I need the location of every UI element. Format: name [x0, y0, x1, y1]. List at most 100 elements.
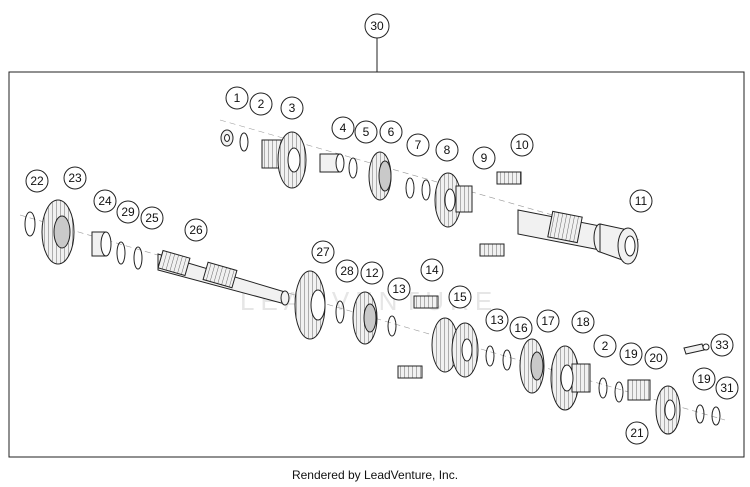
spacer-part: [91, 231, 112, 257]
washer-part: [348, 157, 358, 179]
gear-part: [368, 151, 392, 201]
circlip-part: [387, 315, 397, 337]
render-credit: Rendered by LeadVenture, Inc.: [291, 468, 459, 482]
callout-28: 28: [335, 259, 359, 283]
callout-25: 25: [140, 206, 164, 230]
callout-31: 31: [715, 376, 739, 400]
callout-label: 25: [145, 211, 159, 225]
callout-label: 19: [697, 372, 711, 386]
gear-part: [655, 385, 681, 435]
callout-label: 21: [630, 426, 644, 440]
callout-13: 13: [485, 308, 509, 332]
gear-part: [261, 131, 307, 189]
gear-part: [431, 317, 479, 378]
callout-label: 2: [258, 97, 265, 111]
callout-label: 29: [121, 205, 135, 219]
gear-part: [352, 291, 378, 345]
callout-label: 13: [392, 282, 406, 296]
washer-part: [695, 404, 705, 424]
callout-15: 15: [448, 285, 472, 309]
callout-2: 2: [593, 334, 617, 358]
callout-24: 24: [93, 189, 117, 213]
callout-label: 1: [234, 91, 241, 105]
callout-19: 19: [692, 367, 716, 391]
callout-12: 12: [360, 261, 384, 285]
callout-label: 8: [444, 143, 451, 157]
washer-part: [239, 132, 249, 152]
o-ring-part: [116, 241, 126, 265]
callout-label: 16: [514, 321, 528, 335]
bushing-part: [319, 153, 345, 173]
pin-part: [683, 343, 710, 355]
callout-21: 21: [625, 421, 649, 445]
washer-part: [502, 349, 512, 371]
callout-5: 5: [354, 120, 378, 144]
callout-8: 8: [435, 138, 459, 162]
circlip-part: [405, 177, 415, 199]
callout-label: 19: [624, 347, 638, 361]
callout-label: 22: [30, 174, 44, 188]
circlip-part: [614, 381, 624, 403]
callout-label: 7: [415, 138, 422, 152]
callout-label: 17: [541, 314, 555, 328]
callout-4: 4: [331, 116, 355, 140]
callout-label: 18: [576, 315, 590, 329]
gear-part: [550, 345, 591, 411]
callout-20: 20: [644, 346, 668, 370]
washer-part: [598, 377, 608, 399]
gear-part: [519, 338, 545, 394]
callout-label: 33: [715, 338, 729, 352]
callout-14: 14: [420, 258, 444, 282]
callout-label: 20: [649, 351, 663, 365]
callout-label: 5: [363, 125, 370, 139]
callout-26: 26: [184, 218, 208, 242]
callout-3: 3: [280, 96, 304, 120]
sprocket-part: [41, 199, 75, 265]
callout-label: 30: [370, 19, 384, 33]
gear-part: [434, 172, 473, 228]
callout-13: 13: [387, 277, 411, 301]
callout-7: 7: [406, 133, 430, 157]
callout-label: 26: [189, 223, 203, 237]
callout-label: 24: [98, 194, 112, 208]
callout-label: 27: [316, 245, 330, 259]
callout-6: 6: [379, 120, 403, 144]
callout-label: 9: [481, 151, 488, 165]
callout-33: 33: [710, 333, 734, 357]
gear-part: [294, 270, 326, 340]
callout-22: 22: [25, 169, 49, 193]
seal-part: [133, 246, 143, 270]
needle-bearing-part: [397, 295, 439, 379]
callout-19: 19: [619, 342, 643, 366]
callout-label: 3: [289, 101, 296, 115]
lower-shaft-axis: [19, 214, 726, 421]
callout-label: 28: [340, 264, 354, 278]
callout-label: 15: [453, 290, 467, 304]
callout-2: 2: [249, 92, 273, 116]
callout-label: 4: [340, 121, 347, 135]
circlip-part: [485, 345, 495, 367]
washer-part: [335, 300, 345, 324]
callout-1: 1: [225, 86, 249, 110]
callout-label: 11: [635, 194, 648, 208]
callout-23: 23: [63, 166, 87, 190]
nut-part: [220, 129, 234, 147]
callout-label: 13: [490, 313, 504, 327]
countershaft-part: [157, 249, 290, 306]
callout-10: 10: [510, 133, 534, 157]
callout-label: 31: [720, 381, 734, 395]
washer-part: [421, 179, 431, 201]
callout-16: 16: [509, 316, 533, 340]
callout-11: 11: [629, 189, 653, 213]
callout-label: 12: [365, 266, 379, 280]
callout-label: 6: [388, 125, 395, 139]
callout-18: 18: [571, 310, 595, 334]
callout-29: 29: [116, 200, 140, 224]
callout-label: 14: [425, 263, 439, 277]
callout-27: 27: [311, 240, 335, 264]
needle-bearing-part: [479, 171, 522, 257]
needle-bearing-part: [627, 379, 651, 401]
